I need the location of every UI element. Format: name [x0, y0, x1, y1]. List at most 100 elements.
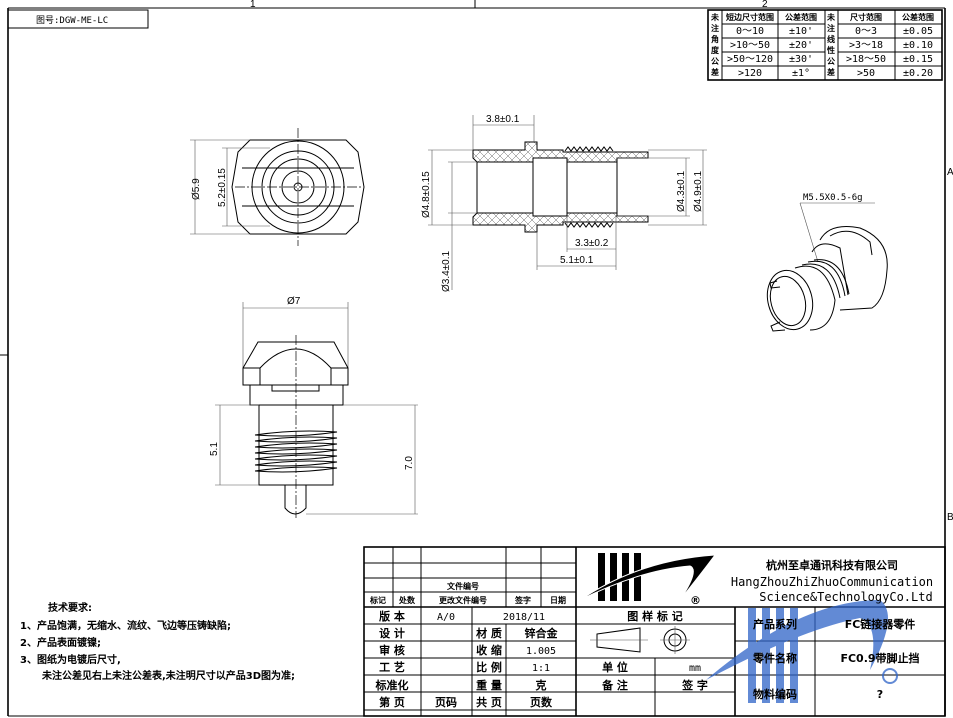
linear-tol-cell: ±0.05 — [903, 26, 933, 37]
page-value: 页码 — [435, 696, 457, 709]
thread-turn — [254, 436, 338, 443]
dim-section-bore: Ø3.4±0.1 — [441, 250, 452, 292]
version-label: 版 本 — [379, 609, 405, 623]
company-name-en-2: Science&TechnologyCo.Ltd — [759, 590, 932, 604]
linear-range-header: 尺寸范围 — [850, 12, 882, 22]
angle-tolerance-label-char: 注 — [711, 23, 719, 33]
angle-range-cell: >120 — [738, 68, 762, 79]
thread-turn — [254, 448, 338, 455]
linear-range-cell: >50 — [857, 68, 875, 79]
company-logo: ® — [579, 553, 717, 607]
dim-total-height: 7.0 — [404, 456, 415, 470]
linear-tolerance-label-char: 未 — [826, 12, 835, 22]
angle-range-cell: >10～50 — [730, 40, 770, 51]
note-label: 备 注 — [601, 678, 628, 692]
linear-range-cell: >18～50 — [846, 54, 886, 65]
linear-tolerance-label-char: 性 — [827, 45, 835, 55]
rev-sign-header: 签字 — [514, 595, 531, 605]
design-label: 设 计 — [379, 626, 405, 640]
linear-tolerance-label-char: 线 — [827, 34, 835, 44]
zone-marker-b: B — [947, 512, 953, 523]
tech-requirement-2: 2、产品表面镀镍; — [20, 636, 101, 649]
material-value: 锌合金 — [525, 626, 559, 640]
tech-requirement-1: 1、产品饱满，无缩水、流纹、飞边等压铸缺陷; — [20, 619, 231, 632]
thread-turn — [254, 442, 338, 449]
company-name-en-1: HangZhouZhiZhuoCommunication — [731, 575, 933, 589]
thread-turn — [254, 466, 338, 473]
material-code-label: 物料编码 — [753, 687, 797, 701]
company-name-cn: 杭州至卓通讯科技有限公司 — [766, 558, 898, 572]
logo-registered-mark: ® — [690, 594, 701, 607]
thread-turn — [254, 460, 338, 467]
linear-tolerance-label-char: 公 — [827, 57, 835, 66]
zone-marker-2: 2 — [762, 0, 768, 10]
part-name-label: 零件名称 — [752, 651, 797, 665]
standardization-label: 标准化 — [375, 678, 409, 692]
change-number-header: 更改文件编号 — [439, 595, 487, 605]
total-pages-value: 页数 — [530, 695, 553, 709]
product-series-label: 产品系列 — [753, 617, 797, 631]
angle-tol-cell: ±1° — [792, 68, 810, 79]
thread-turn — [254, 430, 338, 437]
angle-range-cell: 0～10 — [736, 26, 764, 37]
angle-tolerance-label-char: 角 — [711, 34, 719, 44]
dim-thread-length: 3.3±0.2 — [575, 238, 609, 249]
thread-callout: M5.5X0.5-6g — [803, 193, 863, 203]
tech-requirement-3: 3、图纸为电镀后尺寸, — [20, 653, 121, 666]
front-view — [190, 128, 365, 246]
version-value: A/0 — [437, 612, 455, 623]
tech-requirement-3-cont: 未注公差见右上未注公差表,未注明尺寸以产品3D图为准; — [41, 669, 295, 682]
linear-tol-header: 公差范围 — [902, 12, 934, 22]
dim-flange-length: 3.8±0.1 — [486, 114, 520, 125]
scale-label: 比 例 — [476, 660, 502, 674]
weight-label: 重 量 — [476, 678, 502, 692]
sign-label: 签 字 — [681, 678, 708, 692]
angle-tolerance-label-char: 度 — [711, 45, 720, 55]
date-value: 2018/11 — [503, 612, 545, 623]
dim-rear-od: Ø4.9±0.1 — [693, 170, 704, 212]
dim-thread-height: 5.1 — [209, 442, 220, 456]
linear-range-cell: 0～3 — [855, 26, 877, 37]
material-label: 材 质 — [476, 626, 502, 640]
unit-label: 单 位 — [602, 660, 628, 674]
material-code-value: ? — [877, 688, 883, 701]
linear-tol-cell: ±0.20 — [903, 68, 933, 79]
title-block — [363, 546, 946, 717]
shrink-label: 收 缩 — [476, 643, 502, 657]
zone-marker-1: 1 — [250, 0, 256, 10]
angle-range-cell: >50～120 — [727, 54, 773, 65]
rev-mark-header: 标记 — [369, 595, 386, 605]
part-name-value: FC0.9带脚止挡 — [840, 651, 919, 665]
angle-tol-cell: ±30' — [789, 54, 813, 65]
linear-tolerance-label-char: 差 — [826, 67, 835, 77]
dim-rear-id: Ø4.3±0.1 — [676, 170, 687, 212]
dim-front-inner: 5.2±0.15 — [217, 168, 228, 207]
drawing-number: 图号:DGW-ME-LC — [36, 15, 108, 26]
unit-value: mm — [689, 663, 701, 674]
angle-tol-header: 公差范围 — [785, 12, 817, 22]
rev-count-header: 处数 — [398, 595, 416, 605]
angle-tolerance-label-char: 未 — [710, 12, 719, 22]
section-view — [428, 115, 707, 290]
scale-value: 1:1 — [532, 663, 550, 674]
linear-tolerance-label-char: 注 — [827, 23, 835, 33]
file-number-header: 文件编号 — [447, 581, 479, 591]
page-label: 第 页 — [379, 695, 405, 709]
total-pages-label: 共 页 — [476, 695, 502, 709]
zone-marker-a: A — [947, 167, 953, 178]
shrink-value: 1.005 — [526, 646, 556, 657]
drawing-number-box — [7, 9, 149, 29]
isometric-view — [766, 202, 888, 332]
dim-rear-length: 5.1±0.1 — [560, 255, 594, 266]
weight-value: 克 — [536, 678, 547, 692]
dim-front-outer: Ø5.9 — [191, 178, 202, 200]
tech-requirements: 技术要求: 1、产品饱满，无缩水、流纹、飞边等压铸缺陷; 2、产品表面镀镍; 3… — [20, 601, 295, 682]
angle-tolerance-label-char: 公 — [711, 57, 719, 66]
angle-tolerance-label-char: 差 — [710, 67, 719, 77]
linear-tol-cell: ±0.10 — [903, 40, 933, 51]
dim-side-diameter: Ø7 — [287, 296, 301, 307]
product-series-value: FC链接器零件 — [845, 617, 916, 631]
thread-turn — [254, 454, 338, 461]
angle-range-header: 短边尺寸范围 — [726, 12, 774, 22]
watermark-logo — [706, 600, 898, 703]
